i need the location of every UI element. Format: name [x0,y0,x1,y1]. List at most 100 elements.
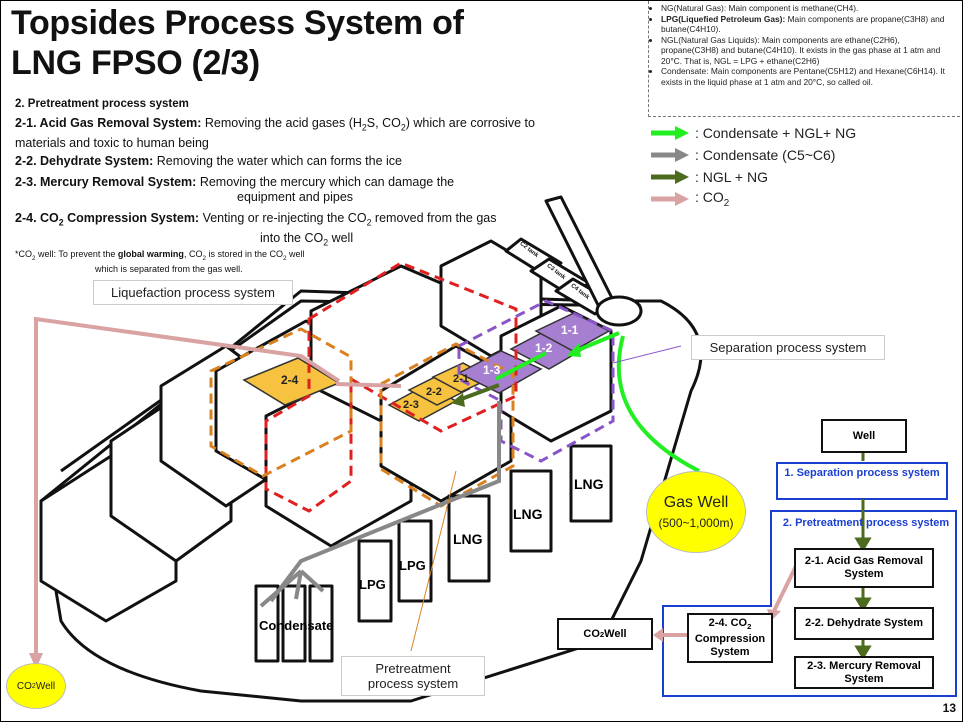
pretreatment-callout-line-1: Pretreatment [375,661,451,676]
footnote-text: which is separated from the gas well. [95,263,243,274]
tank-condensate-2 [281,584,307,663]
flow-condensate [269,401,501,603]
separation-pointer [612,345,682,364]
item-text: into the CO [260,230,324,245]
note-ngl-text: NGL(Natural Gas Liquids): Main component… [661,34,941,66]
flow-dehydrate-box: 2-2. Dehydrate System [794,607,934,640]
olive-arrow-icon [651,170,689,184]
tank-lpg-2-label: LPG [359,577,386,592]
item-text: equipment and pipes [237,190,354,204]
tank-lng-3 [447,494,491,583]
subscript: 2 [747,622,752,632]
note-lpg-text: Main components are propane(C3H8) and bu… [661,13,945,35]
legend-item-condensate-ngl-ng: : Condensate + NGL+ NG [651,122,951,144]
tank-lng-1 [569,444,613,523]
gas-well-depth: (500~1,000m) [658,516,734,530]
flow-arrowhead [29,653,43,669]
legend-text: : Condensate + NGL+ NG [695,125,857,141]
legend-item-condensate: : Condensate (C5~C6) [651,144,951,166]
item-text: ) which are corrosive to [405,116,535,130]
item-co2-label: 2-4. CO [15,211,59,225]
green-arrow-icon [651,126,689,140]
page-title: Topsides Process System of LNG FPSO (2/3… [11,3,481,83]
item-acid-gas: 2-1. Acid Gas Removal System: Removing t… [15,116,615,151]
flow-gas-well [616,335,700,473]
flow-co2 [34,316,341,661]
subscript: 2 [323,237,329,247]
legend-text: : NGL + NG [695,169,769,185]
flow-co2-compression-box: 2-4. CO2 Compression System [687,613,773,663]
title-line-2: LNG FPSO (2/3) [11,44,260,82]
flow-co2-compression-label: 2-4. CO [708,616,748,629]
item-text: removed from the gas [371,211,497,225]
tank-lng-2-label: LNG [513,506,543,522]
item-text: Removing the acid gases (H [201,116,362,130]
subscript: 2 [361,122,367,133]
item-text: Removing the water which can forms the i… [153,154,402,168]
separation-callout: Separation process system [691,335,885,360]
liquefaction-callout: Liquefaction process system [93,280,293,305]
item-text: Venting or re-injecting the CO [199,211,367,225]
flow-separation-2 [495,351,547,381]
item-co2-compression: 2-4. CO2 Compression System: Venting or … [15,211,615,250]
note-ng: NG(Natural Gas): Main component is metha… [661,3,956,14]
flow-condensate-branch-3 [299,569,325,593]
co2-well-footnote: *CO2 well: To prevent the global warming… [15,249,395,275]
module-2-4-label: 2-4 [281,373,299,387]
subscript: 2 [32,254,36,262]
legend-text: : CO [695,189,724,206]
page-number: 13 [942,701,956,715]
definitions-note: NG(Natural Gas): Main component is metha… [648,1,960,117]
item-dehydrate-label: 2-2. Dehydrate System: [15,154,154,168]
block-pretreatment [379,344,513,503]
flow-acid-gas-box: 2-1. Acid Gas Removal System [794,548,934,588]
footnote-text: well: To prevent the [35,249,118,259]
tank-lng-1-label: LNG [574,476,604,492]
module-1-1-label: 1-1 [561,323,579,337]
flow-separation-title: 1. Separation process system [784,467,940,479]
flow-pretreatment-title: 2. Pretreatment process system [782,517,950,529]
liquefaction-boundary [264,261,518,513]
item-text: S, CO [366,116,401,130]
footnote-text: *CO [15,249,33,259]
module-1-2-label: 1-2 [535,341,553,355]
flow-condensate-branch-2 [294,570,303,600]
item-mercury: 2-3. Mercury Removal System: Removing th… [15,175,615,205]
tank-lng-2 [509,469,553,553]
pretreatment-pointer [410,470,457,652]
footnote-bold: global warming [117,249,184,259]
pretreatment-boundary-2 [379,342,515,508]
pretreatment-system-frame [662,510,957,697]
flow-arrowhead [451,393,465,407]
subscript: 2 [400,122,406,133]
subscript: 2 [31,682,36,690]
pretreatment-boundary-1 [209,327,353,478]
subscript: 2 [58,217,64,228]
gas-well-label: Gas Well [663,494,729,511]
legend-item-ngl-ng: : NGL + NG [651,166,951,188]
pink-arrow-icon [651,192,689,206]
note-ng-text: NG(Natural Gas): Main component is metha… [661,3,859,13]
item-text: well [328,230,354,245]
pretreatment-callout: Pretreatment process system [341,656,485,696]
tank-lpg-1-label: LPG [399,558,426,573]
flowchart-co2-arrow [771,565,798,614]
tank-lpg-2 [357,539,393,623]
flow-co2-module [335,382,402,388]
note-lpg-label: LPG(Liquefied Petroleum Gas): [661,13,786,24]
flow-co2-well-label: CO [583,627,600,640]
co2-well-label: CO [16,680,32,692]
co2-well-label-b: Well [35,680,56,692]
flow-co2-compression-label-b: Compression System [694,633,766,659]
flow-arrowhead [567,343,581,357]
pretreatment-callout-line-2: process system [367,676,459,691]
item-co2-label-b: Compression System: [63,211,200,225]
item-text: Removing the mercury which can damage th… [196,175,455,189]
module-2-1-label: 2-1 [453,373,469,385]
gray-arrow-icon [651,148,689,162]
item-mercury-label: 2-3. Mercury Removal System: [15,175,197,189]
